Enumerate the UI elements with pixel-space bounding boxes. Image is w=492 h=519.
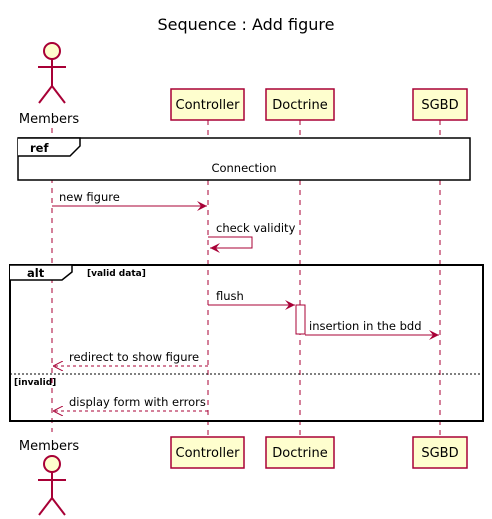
alt-condition-valid: [valid data] xyxy=(87,269,146,279)
actor-members-bottom-icon xyxy=(38,455,66,516)
alt-frame: alt [valid data] [invalid] xyxy=(9,264,484,422)
message-display-form-label: display form with errors xyxy=(69,395,206,409)
participant-controller-bottom-label: Controller xyxy=(176,446,241,461)
message-check-validity-label: check validity xyxy=(216,221,296,235)
participant-doctrine-bottom: Doctrine xyxy=(265,436,335,469)
actor-members-top-label: Members xyxy=(19,112,79,127)
participant-controller-top: Controller xyxy=(170,88,245,121)
diagram-title: Sequence : Add figure xyxy=(158,15,335,34)
participant-sgbd-bottom: SGBD xyxy=(412,436,468,469)
participant-controller-top-label: Controller xyxy=(176,98,241,113)
participant-controller-bottom: Controller xyxy=(170,436,245,469)
actor-members-top-icon xyxy=(38,42,66,104)
participant-sgbd-bottom-label: SGBD xyxy=(421,446,458,461)
message-flush-label: flush xyxy=(216,289,244,303)
participant-doctrine-top: Doctrine xyxy=(265,88,335,121)
ref-frame-text: Connection xyxy=(211,161,276,175)
participant-doctrine-bottom-label: Doctrine xyxy=(272,446,327,461)
alt-frame-label: alt xyxy=(27,266,45,280)
message-redirect-label: redirect to show figure xyxy=(69,350,199,364)
ref-frame-label: ref xyxy=(30,141,49,155)
doctrine-activation-bar xyxy=(295,304,306,335)
participant-doctrine-top-label: Doctrine xyxy=(272,98,327,113)
message-new-figure-label: new figure xyxy=(59,190,120,204)
alt-condition-invalid: [invalid] xyxy=(14,378,56,388)
ref-frame: ref Connection xyxy=(17,137,471,181)
actor-members-bottom-label: Members xyxy=(19,439,79,454)
participant-sgbd-top: SGBD xyxy=(412,88,468,121)
message-insertion-label: insertion in the bdd xyxy=(309,319,422,333)
message-check-validity-arrow xyxy=(208,236,253,253)
participant-sgbd-top-label: SGBD xyxy=(421,98,458,113)
